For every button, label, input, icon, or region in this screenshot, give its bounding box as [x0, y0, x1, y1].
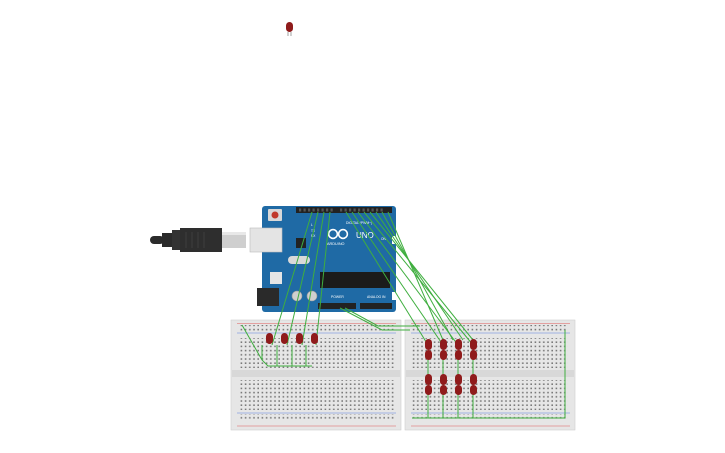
led[interactable]	[440, 339, 447, 350]
led[interactable]	[455, 374, 462, 385]
l-label: L	[311, 223, 313, 227]
led[interactable]	[455, 385, 462, 395]
led[interactable]	[440, 374, 447, 385]
wires[interactable]	[241, 211, 566, 419]
infinity-icon	[327, 228, 349, 240]
led[interactable]	[425, 350, 432, 360]
led[interactable]	[425, 339, 432, 350]
uno-label: UNO	[356, 231, 374, 240]
led[interactable]	[266, 333, 273, 344]
led[interactable]	[470, 339, 477, 350]
arduino-brand-label: ARDUINO	[327, 242, 345, 246]
led[interactable]	[425, 385, 432, 395]
led[interactable]	[470, 350, 477, 360]
led[interactable]	[425, 374, 432, 385]
led[interactable]	[455, 339, 462, 350]
led-group-right[interactable]	[425, 339, 477, 395]
led-group-left[interactable]	[266, 333, 318, 344]
led[interactable]	[440, 350, 447, 360]
power-header-label: POWER	[331, 295, 344, 299]
led[interactable]	[470, 374, 477, 385]
led[interactable]	[470, 385, 477, 395]
led[interactable]	[440, 385, 447, 395]
rx-label: RX	[311, 234, 316, 238]
reset-button-icon[interactable]	[268, 209, 282, 221]
floating-led[interactable]	[286, 22, 293, 36]
breadboard-right[interactable]	[404, 319, 576, 431]
led[interactable]	[296, 333, 303, 344]
led[interactable]	[281, 333, 288, 344]
on-label: ON	[381, 237, 386, 241]
usb-cable[interactable]	[150, 228, 246, 252]
led[interactable]	[311, 333, 318, 344]
arduino-uno-board[interactable]: UNO ARDUINO DIGITAL (PWM~) POWER ANALOG …	[249, 206, 396, 312]
analog-header-label: ANALOG IN	[367, 295, 386, 299]
led[interactable]	[455, 350, 462, 360]
